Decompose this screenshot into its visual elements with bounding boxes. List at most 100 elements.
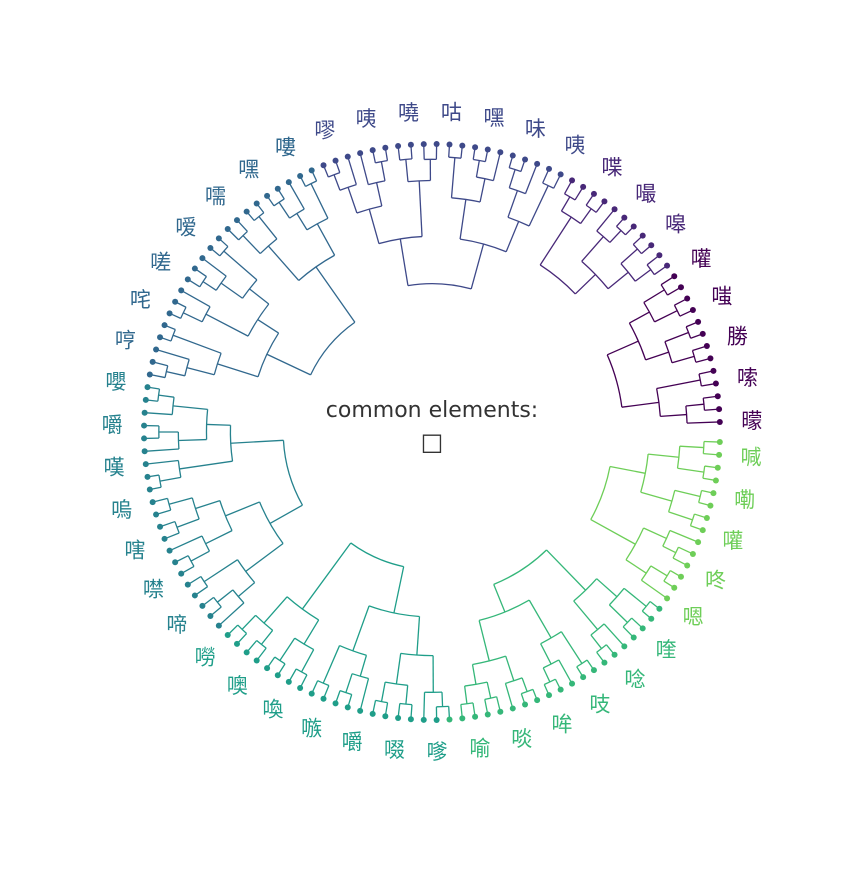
leaf-dot [192, 592, 198, 598]
leaf-dot [199, 255, 205, 261]
branch-arc [664, 571, 670, 582]
branch-arc [665, 342, 672, 363]
leaf-dot [459, 143, 465, 149]
branch-radial [493, 152, 500, 180]
branch-arc [473, 656, 506, 664]
branch-radial [479, 620, 489, 660]
leaf-dot [216, 235, 222, 241]
branch-radial [629, 312, 649, 323]
leaf-dot [434, 717, 440, 723]
branch-radial [522, 678, 527, 692]
branch-radial [543, 668, 550, 682]
branch-radial [610, 231, 621, 243]
branch-radial [687, 422, 720, 423]
branch-arc [494, 550, 547, 584]
branch-radial [268, 246, 298, 280]
branch-radial [680, 446, 704, 447]
leaf-label: 吱 [589, 692, 610, 716]
leaf-dot [153, 346, 159, 352]
leaf-dot [695, 539, 701, 545]
branch-radial [206, 314, 248, 336]
branch-radial [334, 175, 340, 190]
branch-arc [642, 602, 650, 612]
branch-arc [296, 669, 307, 675]
branch-arc [591, 466, 610, 519]
branch-radial [242, 615, 255, 629]
branch-radial [207, 424, 231, 425]
branch-arc [214, 597, 222, 607]
branch-radial [487, 682, 491, 698]
branch-radial [181, 290, 210, 306]
branch-radial [424, 692, 425, 720]
branch-radial [348, 157, 357, 185]
branch-radial [604, 624, 624, 646]
branch-radial [238, 583, 254, 597]
branch-radial [591, 635, 602, 649]
branch-radial [452, 158, 455, 198]
leaf-dot [185, 582, 191, 588]
leaf-dot [185, 276, 191, 282]
branch-arc [318, 681, 329, 686]
leaf-dot [621, 215, 627, 221]
leaf-label: 咤 [130, 288, 151, 312]
leaf-dot [254, 201, 260, 207]
branch-radial [635, 270, 651, 282]
branch-radial [641, 492, 672, 501]
branch-radial [610, 466, 645, 473]
leaf-dot [612, 206, 618, 212]
leaf-dot [656, 606, 662, 612]
leaf-dot [684, 296, 690, 302]
leaf-dot [192, 266, 198, 272]
branch-arc [158, 389, 160, 401]
leaf-dot [690, 307, 696, 313]
leaf-label: 咦 [564, 134, 585, 158]
branch-arc [254, 213, 264, 221]
branch-radial [311, 184, 328, 219]
branch-radial [382, 682, 386, 701]
branch-radial [369, 209, 379, 243]
leaf-dot [147, 371, 153, 377]
leaf-label: 嚾 [722, 529, 743, 553]
branch-radial [406, 159, 408, 181]
branch-radial [203, 282, 216, 291]
leaf-dot [225, 226, 231, 232]
leaf-dot [700, 527, 706, 533]
leaf-dot [459, 715, 465, 721]
branch-radial [317, 224, 334, 255]
branch-radial [156, 349, 189, 359]
leaf-dot [321, 162, 327, 168]
leaf-dot [178, 571, 184, 577]
leaf-dot [178, 287, 184, 293]
branch-arc [543, 183, 554, 188]
leaf-dot [333, 158, 339, 164]
branch-radial [505, 683, 512, 708]
leaf-dot [153, 512, 159, 518]
leaf-dot [321, 696, 327, 702]
leaf-dot [569, 177, 575, 183]
branch-radial [506, 221, 518, 251]
branch-radial [173, 406, 208, 409]
leaf-label: 嚶 [105, 370, 126, 394]
branch-arc [703, 398, 704, 410]
leaf-dot [472, 714, 478, 720]
leaf-dot [382, 145, 388, 151]
leaf-dot [546, 166, 552, 172]
branch-radial [646, 352, 669, 360]
leaf-dot [162, 322, 168, 328]
leaf-dot [382, 713, 388, 719]
leaf-dot [172, 299, 178, 305]
branch-radial [202, 258, 226, 276]
branch-radial [177, 519, 199, 527]
branch-radial [159, 395, 174, 397]
leaf-label: 嗾 [301, 716, 322, 740]
branch-arc [586, 205, 596, 212]
branch-radial [678, 468, 704, 472]
branch-arc [674, 305, 679, 316]
branch-radial [473, 664, 476, 684]
branch-arc [541, 632, 562, 644]
branch-radial [471, 244, 483, 289]
branch-radial [353, 606, 369, 651]
branch-radial [480, 179, 485, 202]
branch-radial [648, 454, 679, 457]
branch-arc [357, 206, 382, 213]
